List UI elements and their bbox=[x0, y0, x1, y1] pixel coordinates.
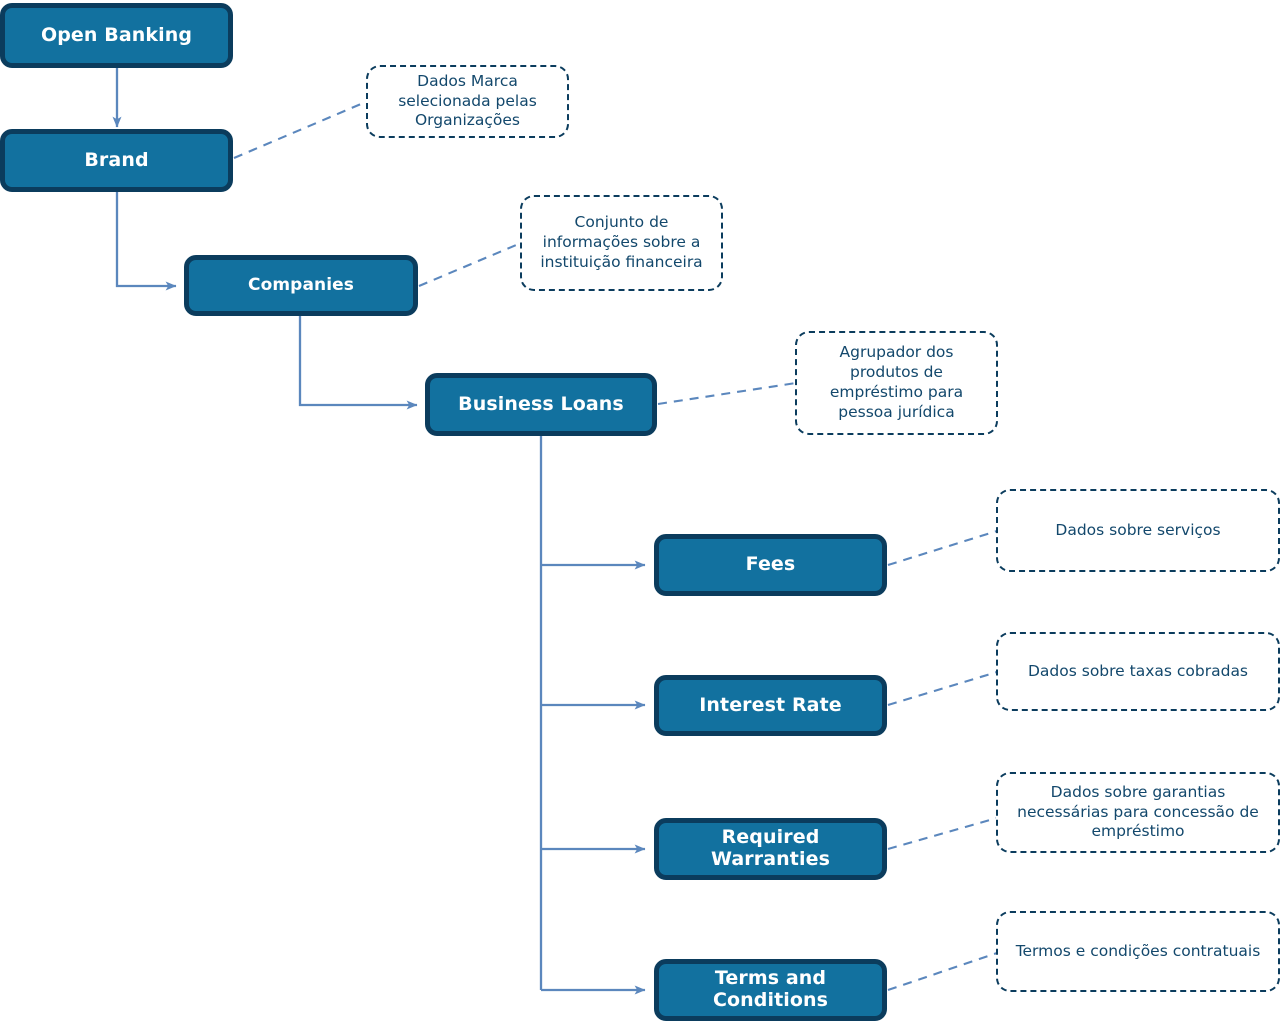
leader-interest-rate-to-note bbox=[887, 670, 998, 707]
edge-companies-to-business-loans bbox=[298, 315, 418, 410]
node-fees[interactable]: Fees bbox=[654, 534, 887, 596]
node-brand[interactable]: Brand bbox=[0, 129, 233, 192]
note-interest-rate: Dados sobre taxas cobradas bbox=[996, 632, 1280, 711]
node-terms-and-conditions[interactable]: Terms and Conditions bbox=[654, 959, 887, 1021]
note-brand-text: Dados Marca selecionada pelas Organizaçõ… bbox=[398, 71, 537, 130]
node-business-loans[interactable]: Business Loans bbox=[425, 373, 657, 436]
node-companies[interactable]: Companies bbox=[184, 255, 418, 316]
node-companies-label: Companies bbox=[248, 274, 354, 295]
node-open-banking-label: Open Banking bbox=[40, 23, 193, 46]
node-business-loans-label: Business Loans bbox=[458, 392, 624, 415]
note-required-warranties: Dados sobre garantias necessárias para c… bbox=[996, 772, 1280, 853]
note-companies: Conjunto de informações sobre a institui… bbox=[520, 195, 723, 291]
node-interest-rate[interactable]: Interest Rate bbox=[654, 675, 887, 736]
leader-brand-to-note bbox=[233, 100, 369, 159]
note-terms-and-conditions-text: Termos e condições contratuais bbox=[1015, 941, 1261, 960]
node-brand-label: Brand bbox=[84, 148, 149, 171]
note-fees-text: Dados sobre serviços bbox=[1055, 520, 1221, 539]
note-interest-rate-text: Dados sobre taxas cobradas bbox=[1027, 661, 1249, 680]
node-terms-and-conditions-label: Terms and Conditions bbox=[712, 967, 829, 1011]
node-required-warranties[interactable]: Required Warranties bbox=[654, 818, 887, 880]
leader-companies-to-note bbox=[418, 242, 522, 287]
note-required-warranties-text: Dados sobre garantias necessárias para c… bbox=[1017, 782, 1259, 841]
edge-brand-to-companies bbox=[115, 192, 177, 291]
note-fees: Dados sobre serviços bbox=[996, 489, 1280, 572]
node-open-banking[interactable]: Open Banking bbox=[0, 3, 233, 68]
node-required-warranties-label: Required Warranties bbox=[711, 826, 830, 870]
note-companies-text: Conjunto de informações sobre a institui… bbox=[540, 213, 703, 271]
note-business-loans-text: Agrupador dos produtos de empréstimo par… bbox=[829, 343, 964, 421]
leader-terms-to-note bbox=[887, 952, 998, 991]
note-business-loans: Agrupador dos produtos de empréstimo par… bbox=[795, 331, 998, 435]
leader-business-loans-to-note bbox=[657, 381, 797, 406]
node-interest-rate-label: Interest Rate bbox=[699, 693, 842, 716]
note-brand: Dados Marca selecionada pelas Organizaçõ… bbox=[366, 65, 569, 138]
note-terms-and-conditions: Termos e condições contratuais bbox=[996, 911, 1280, 992]
leader-required-warranties-to-note bbox=[887, 816, 998, 851]
node-fees-label: Fees bbox=[745, 553, 796, 576]
leader-fees-to-note bbox=[887, 529, 998, 567]
